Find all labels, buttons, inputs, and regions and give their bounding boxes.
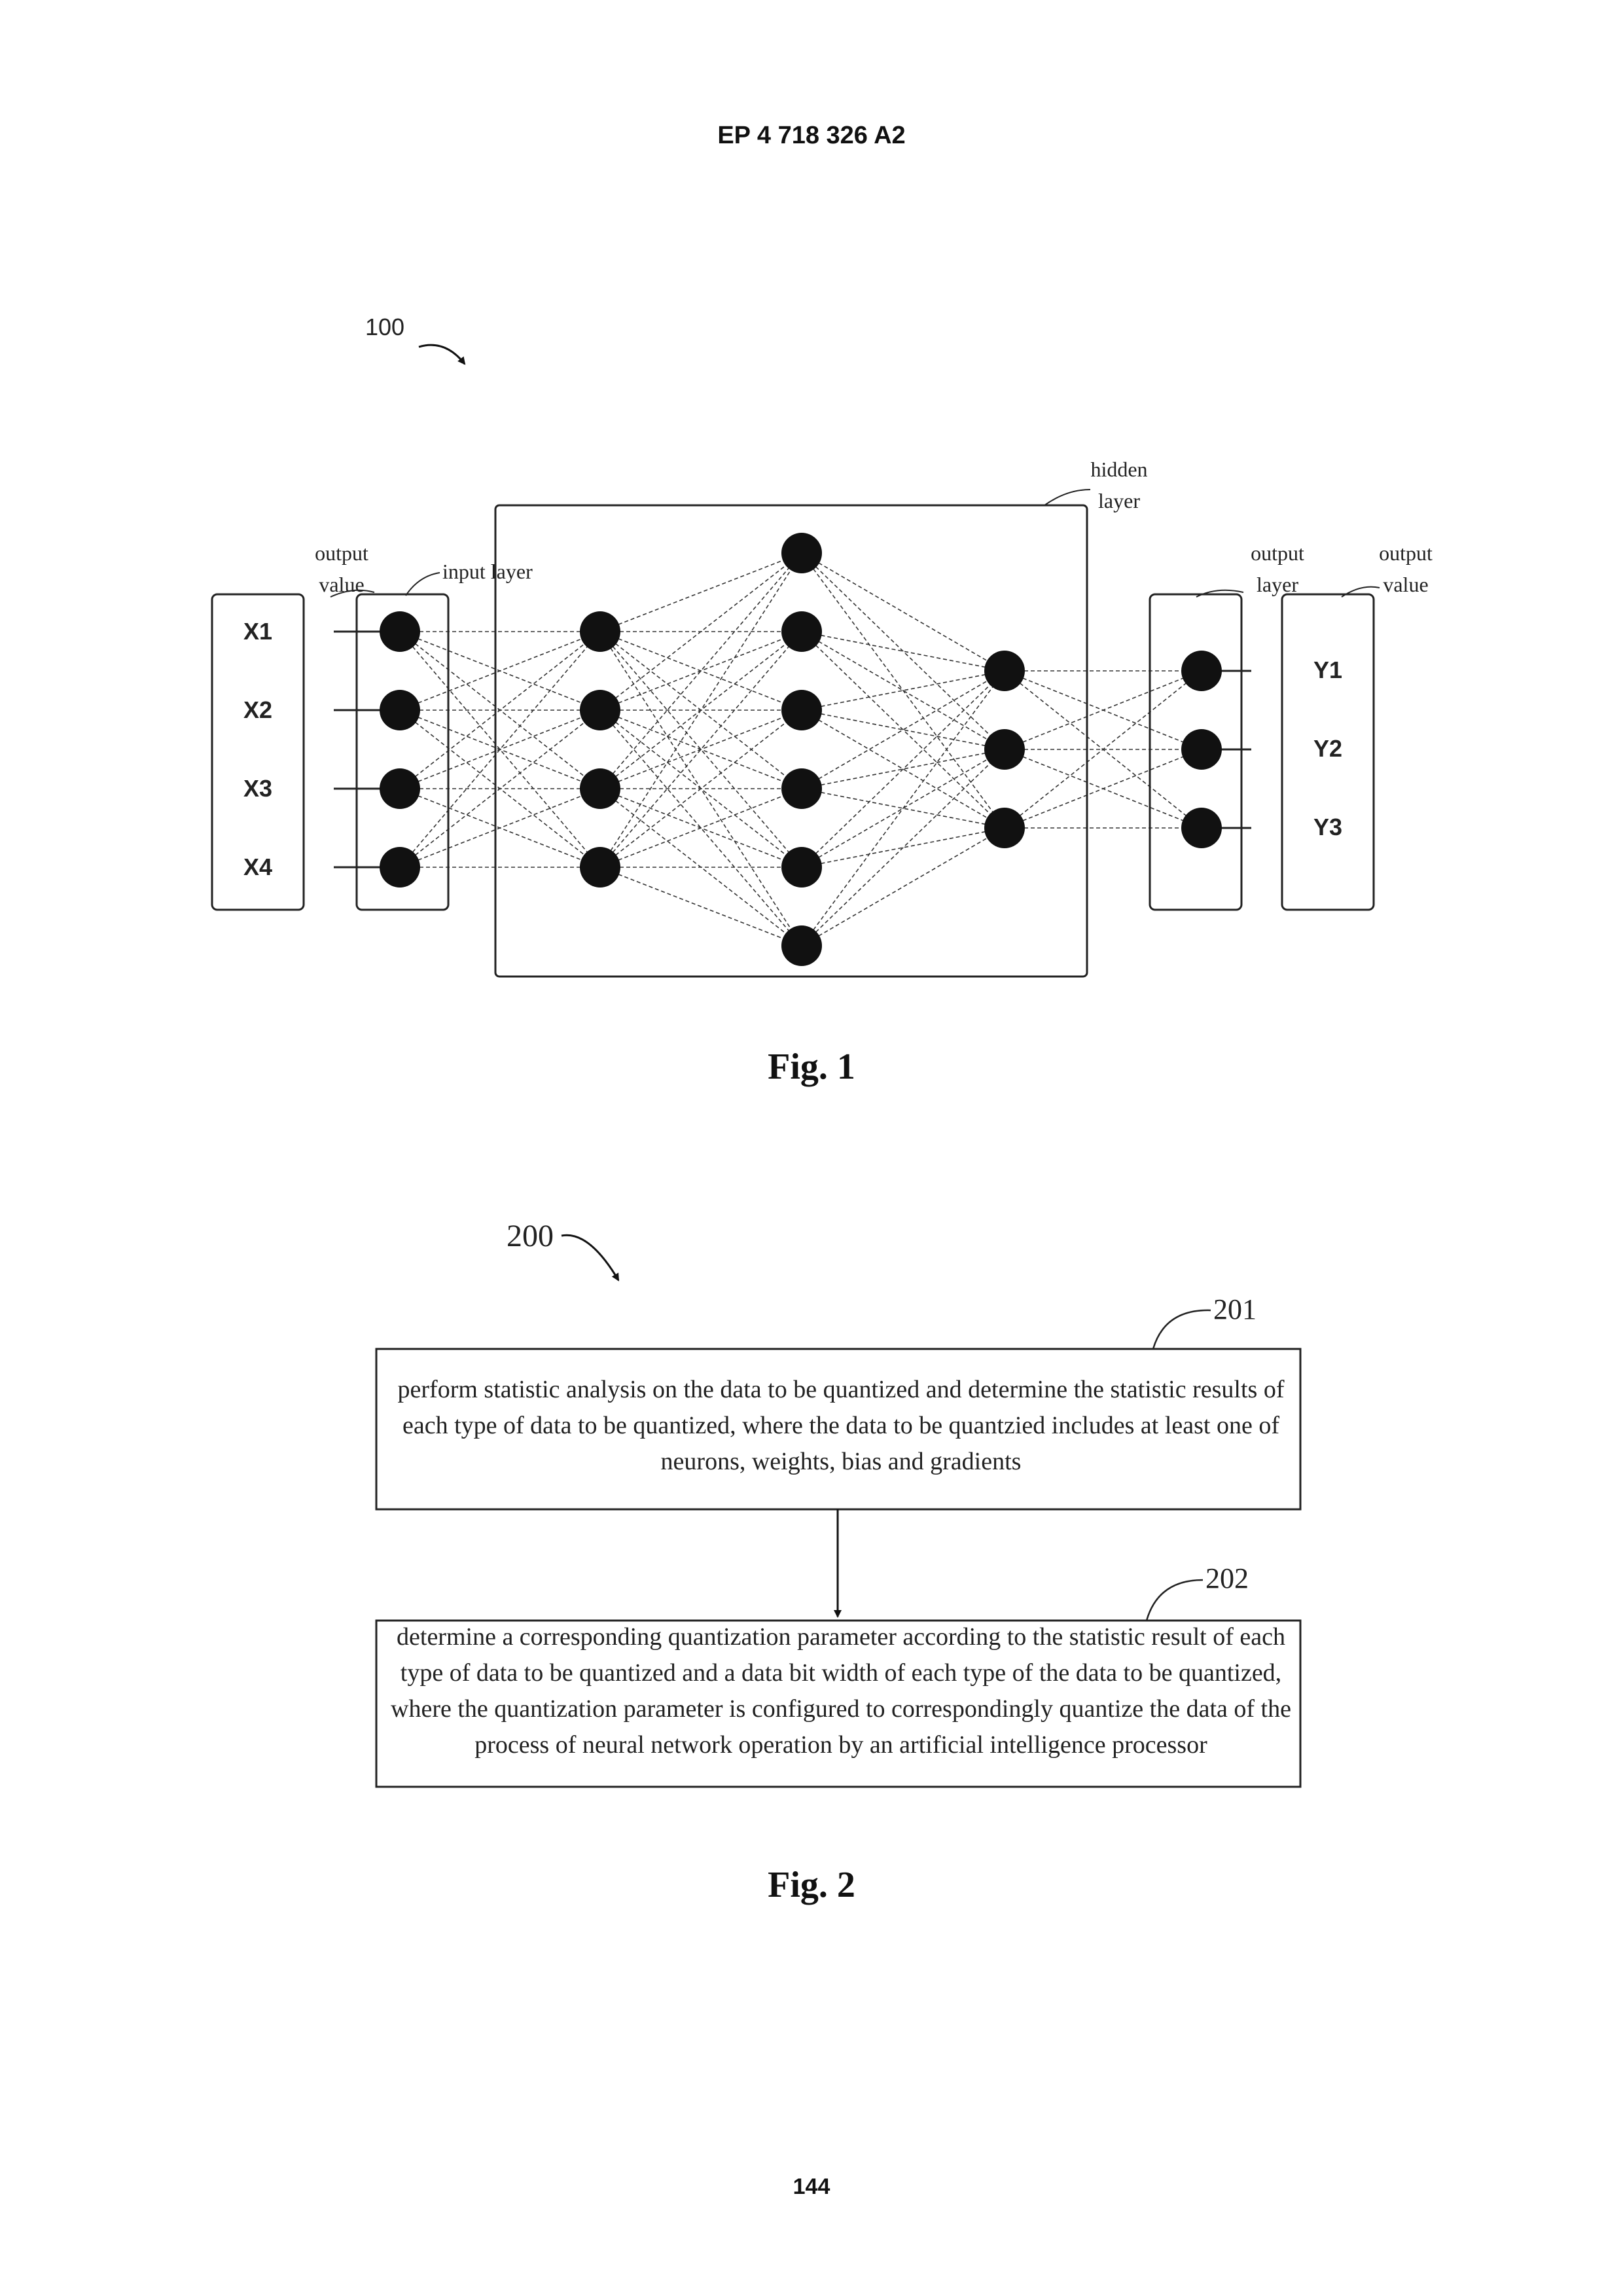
input-label-x2: X2 xyxy=(243,696,272,723)
neuron-layer3-4 xyxy=(781,768,822,809)
step-202-numeral: 202 xyxy=(1205,1562,1249,1594)
label-hidden-leader xyxy=(1044,490,1090,505)
neuron-layer5-2 xyxy=(1181,729,1222,770)
input-label-x3: X3 xyxy=(243,775,272,802)
label-hidden-line1: hidden xyxy=(1090,457,1147,481)
fig1-reference-numeral: 100 xyxy=(365,314,404,340)
fig1-reference-arrow xyxy=(419,345,465,364)
output-label-y3: Y3 xyxy=(1313,814,1342,840)
step-202-leader xyxy=(1147,1580,1203,1621)
neuron-layer4-2 xyxy=(984,729,1025,770)
step-202-text: determine a corresponding quantization p… xyxy=(386,1619,1296,1763)
label-input-layer-leader xyxy=(406,573,440,596)
connection-l2n5-l3n0 xyxy=(802,671,1005,946)
input-label-x4: X4 xyxy=(243,853,272,880)
connection-l2n1-l3n2 xyxy=(802,632,1005,828)
neuron-layer3-5 xyxy=(781,847,822,888)
connection-l2n0-l3n1 xyxy=(802,553,1005,749)
figure-1-caption: Fig. 1 xyxy=(0,1046,1623,1088)
neuron-layer2-4 xyxy=(580,847,620,888)
label-output-layer-line1: output xyxy=(1251,541,1304,565)
connection-l1n3-l2n5 xyxy=(600,867,802,946)
connection-l2n0-l3n2 xyxy=(802,553,1005,828)
fig2-reference-numeral: 200 xyxy=(507,1219,554,1253)
connection-l2n0-l3n0 xyxy=(802,553,1005,671)
fig2-reference-arrow xyxy=(562,1235,618,1280)
connection-l0n2-l1n1 xyxy=(400,710,600,789)
neuron-layer4-1 xyxy=(984,651,1025,691)
neuron-layer4-3 xyxy=(984,808,1025,848)
neuron-layer1-3 xyxy=(380,768,420,809)
page-number-footer: 144 xyxy=(0,2174,1623,2200)
neuron-layer5-1 xyxy=(1181,651,1222,691)
neuron-layer2-2 xyxy=(580,690,620,730)
label-input-layer: input layer xyxy=(442,560,533,583)
output-lines xyxy=(1219,671,1251,828)
label-right-output-value-line2: value xyxy=(1383,573,1428,596)
input-label-x1: X1 xyxy=(243,618,272,645)
neuron-layer1-4 xyxy=(380,847,420,888)
label-right-output-value-leader xyxy=(1342,587,1380,597)
neuron-layer1-2 xyxy=(380,690,420,730)
neuron-layer5-3 xyxy=(1181,808,1222,848)
connection-l2n5-l3n1 xyxy=(802,749,1005,946)
connection-l2n4-l3n0 xyxy=(802,671,1005,867)
figure-2-caption: Fig. 2 xyxy=(0,1864,1623,1906)
connection-l2n5-l3n2 xyxy=(802,828,1005,946)
neuron-layer3-3 xyxy=(781,690,822,730)
neuron-layer2-1 xyxy=(580,611,620,652)
neuron-layer3-2 xyxy=(781,611,822,652)
step-201-leader xyxy=(1153,1310,1211,1349)
network-neurons xyxy=(380,533,1222,966)
output-label-y1: Y1 xyxy=(1313,656,1342,683)
label-output-layer-line2: layer xyxy=(1257,573,1298,596)
neuron-layer2-3 xyxy=(580,768,620,809)
label-hidden-line2: layer xyxy=(1098,489,1140,512)
connection-l1n0-l2n0 xyxy=(600,553,802,632)
label-right-output-value-line1: output xyxy=(1379,541,1433,565)
neuron-layer3-6 xyxy=(781,925,822,966)
step-201-numeral: 201 xyxy=(1213,1293,1257,1325)
label-left-output-value-line1: output xyxy=(315,541,368,565)
neuron-layer3-1 xyxy=(781,533,822,573)
neuron-layer1-1 xyxy=(380,611,420,652)
output-label-y2: Y2 xyxy=(1313,735,1342,762)
step-201-text: perform statistic analysis on the data t… xyxy=(393,1372,1289,1480)
connection-l0n3-l1n2 xyxy=(400,789,600,867)
connection-l0n1-l1n0 xyxy=(400,632,600,710)
